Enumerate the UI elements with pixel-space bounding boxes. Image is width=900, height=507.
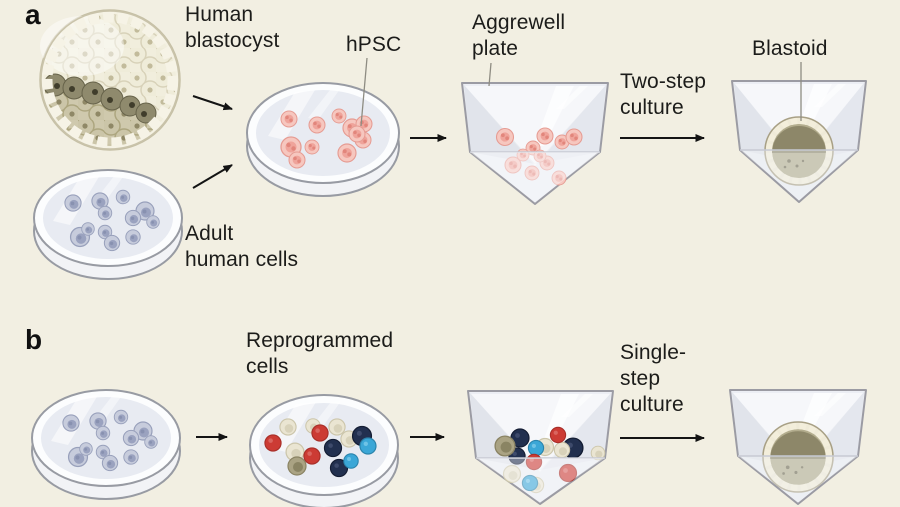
two-step-culture-label: Two-step culture xyxy=(620,69,706,121)
panel-b-letter: b xyxy=(25,324,43,355)
label-line: cells xyxy=(246,355,289,378)
label-line: Two-step xyxy=(620,70,706,93)
label-line: culture xyxy=(620,96,684,119)
arrow-blastocyst-to-hpsc xyxy=(192,95,233,111)
human-blastocyst-illustration xyxy=(39,9,181,151)
label-line: Adult xyxy=(185,222,234,245)
blastoid-well-b xyxy=(729,389,867,505)
blastoid-well-a xyxy=(731,80,867,203)
aggrewell-pointer-line xyxy=(488,62,492,87)
panel-a-letter: a xyxy=(25,0,41,30)
label-line: blastocyst xyxy=(185,29,280,52)
label-line: Reprogrammed xyxy=(246,329,394,352)
hpsc-label: hPSC xyxy=(346,33,402,56)
arrow-adult-cells-to-hpsc xyxy=(192,164,233,189)
label-line: step xyxy=(620,367,661,390)
reprogrammed-cells-label: Reprogrammed cells xyxy=(246,328,393,380)
aggrewell-plate-a xyxy=(461,82,609,205)
hpsc-pointer-line xyxy=(360,57,368,127)
single-step-culture-label: Single- step culture xyxy=(620,340,686,418)
adult-human-cells-dish xyxy=(33,169,183,280)
adult-cells-dish-b xyxy=(31,389,181,500)
adult-human-cells-label: Adult human cells xyxy=(185,221,298,273)
hpsc-dish xyxy=(246,82,400,197)
reprogrammed-cells-dish xyxy=(249,394,399,507)
label-line: plate xyxy=(472,37,519,60)
label-line: Aggrewell xyxy=(472,11,566,34)
label-line: human cells xyxy=(185,248,299,271)
label-line: Single- xyxy=(620,341,687,364)
human-blastocyst-label: Human blastocyst xyxy=(185,2,279,54)
aggrewell-plate-label: Aggrewell plate xyxy=(472,10,565,62)
label-line: Human xyxy=(185,3,254,26)
aggrewell-plate-b xyxy=(467,390,614,505)
blastoid-label: Blastoid xyxy=(752,37,828,60)
label-line: culture xyxy=(620,393,684,416)
